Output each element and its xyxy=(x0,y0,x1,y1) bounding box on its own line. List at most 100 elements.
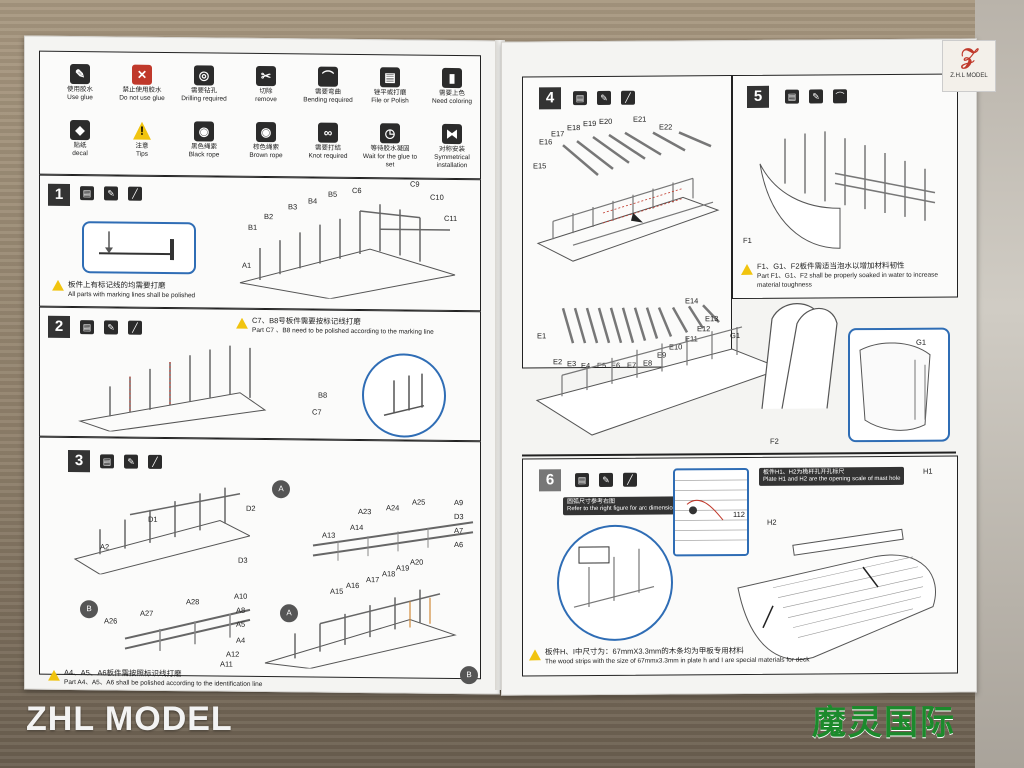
logo-mark: 𝒵 xyxy=(960,44,978,69)
callout-marker-b: B xyxy=(80,600,98,619)
label-A7: A7 xyxy=(454,526,464,536)
side-plank-pieces-drawing xyxy=(761,303,838,409)
label-A14: A14 xyxy=(350,522,364,533)
knife-icon: ╱ xyxy=(148,454,162,469)
knife-icon: ╱ xyxy=(621,90,635,105)
step-5-note-en: Part F1、G1、F2 shall be properly soaked i… xyxy=(757,271,939,289)
label-B3: B3 xyxy=(288,202,298,212)
label-A26: A26 xyxy=(104,616,118,626)
legend-label-en: Black rope xyxy=(188,151,220,159)
bend-icon: ⌒ xyxy=(833,89,847,104)
background-plastic-parts xyxy=(975,0,1024,768)
step-number-4: 4 xyxy=(539,87,561,110)
file-icon: ▤ xyxy=(100,454,114,469)
knife-icon: ╱ xyxy=(128,320,142,335)
legend-label-en: Drilling required xyxy=(181,95,227,103)
step-number-3: 3 xyxy=(68,449,90,473)
step-5-lower-area: G1 F2 G1 xyxy=(522,297,956,446)
step-5-note-zh: F1、G1、F2板件需适当泡水以增加材料韧性 xyxy=(757,260,905,271)
legend-label-en: decal xyxy=(72,150,88,158)
step-6-note-en: The wood strips with the size of 67mmx3.… xyxy=(545,656,810,666)
label-A8: A8 xyxy=(236,605,246,615)
legend-label-en: remove xyxy=(255,95,277,104)
step-2-note-zh: C7、B8号板件需要按标记线打磨 xyxy=(252,315,361,327)
knife-icon: ╱ xyxy=(623,472,637,487)
legend-label-en: Brown rope xyxy=(249,151,283,160)
detail-callout-circle xyxy=(362,353,446,438)
label-E16: E16 xyxy=(539,137,553,147)
mast-hole-tag-en: Plate H1 and H2 are the opening scale of… xyxy=(763,475,901,483)
glue-bottle-icon: ✎ xyxy=(104,186,118,201)
legend-label-en: Wait for the glue to set xyxy=(362,153,418,169)
clock-icon: ◷ xyxy=(380,123,400,144)
symmetry-icon: ⧓ xyxy=(442,123,462,145)
brush-icon: ▮ xyxy=(442,67,462,89)
label-E15: E15 xyxy=(533,161,547,171)
label-A12: A12 xyxy=(226,649,240,659)
label-C11: C11 xyxy=(444,213,458,224)
zhl-logo: 𝒵 Z.H.L MODEL xyxy=(942,40,996,92)
manual-page-right: 4 ▤ ✎ ╱ E17 E18 E19 E20 E21 E22 E16 E15 xyxy=(501,38,977,696)
black-rope-icon: ◉ xyxy=(194,121,214,142)
mast-hole-tag: 板件H1、H2为桅杆孔开孔标尺 Plate H1 and H2 are the … xyxy=(759,466,905,486)
label-C6: C6 xyxy=(352,185,362,196)
step-number-6: 6 xyxy=(539,469,561,492)
label-E19: E19 xyxy=(583,118,597,129)
deck-install-drawing xyxy=(737,528,936,660)
logo-text: Z.H.L MODEL xyxy=(950,73,988,79)
label-E22: E22 xyxy=(659,122,673,132)
file-icon: ▤ xyxy=(80,186,94,201)
warning-icon xyxy=(52,280,64,291)
step-4-panel: 4 ▤ ✎ ╱ E17 E18 E19 E20 E21 E22 E16 E15 xyxy=(522,75,732,370)
callout-marker-b-lower: B xyxy=(460,666,478,685)
label-A23: A23 xyxy=(358,507,372,517)
step-1-note-zh: 板件上有标记线的均需要打磨 xyxy=(68,279,166,290)
legend-label-en: Knot required xyxy=(308,152,348,160)
label-G1-detail: G1 xyxy=(916,337,927,347)
detail-callout-box xyxy=(82,221,196,275)
step-3-panel: 3 ▤ ✎ ╱ A2 D1 D2 D3 A A23 A24 A25 A9 D3 … xyxy=(39,436,481,688)
warning-icon xyxy=(529,649,541,660)
label-A18: A18 xyxy=(382,569,396,579)
hull-detail-drawing xyxy=(573,546,655,608)
step-6-note-zh: 板件H、I中尺寸为：67mmX3.3mm的木条均为甲板专用材料 xyxy=(545,645,744,657)
brand-watermark-right: 魔灵国际 xyxy=(812,704,956,742)
file-icon: ▤ xyxy=(80,320,94,335)
label-A2: A2 xyxy=(100,542,110,552)
warning-icon xyxy=(741,264,753,275)
part-detail-drawing xyxy=(383,373,425,417)
legend-label-en: Tips xyxy=(135,150,149,158)
stern-frame-drawing xyxy=(124,608,251,651)
glue-bottle-icon: ✎ xyxy=(124,454,138,469)
label-G1: G1 xyxy=(730,330,741,341)
callout-marker-a: A xyxy=(272,480,290,499)
warning-icon xyxy=(236,318,248,329)
side-rail-drawing xyxy=(312,521,474,561)
label-F1: F1 xyxy=(743,235,752,245)
label-F2: F2 xyxy=(770,436,779,446)
hull-assembly-drawing xyxy=(264,589,457,670)
warning-icon: ! xyxy=(132,121,152,141)
detail-callout-box xyxy=(848,327,950,443)
hull-frame-drawing xyxy=(73,487,250,575)
file-icon: ▤ xyxy=(380,67,400,88)
file-icon: ▤ xyxy=(573,91,587,106)
step-3-note-zh: A4、A5、A6板件需按照标识线打磨 xyxy=(64,667,182,679)
step-2-note-en: Part C7 、B8 need to be polished accordin… xyxy=(252,326,434,336)
glue-bottle-icon: ✎ xyxy=(70,63,90,85)
bow-assembly-drawing xyxy=(759,131,936,249)
glue-bottle-icon: ✎ xyxy=(599,472,613,487)
legend-label-en: File or Polish xyxy=(371,97,409,105)
warning-icon xyxy=(48,670,60,681)
legend-label-en: Use glue xyxy=(67,93,93,102)
label-A9: A9 xyxy=(454,498,464,508)
brand-watermark-left: ZHL MODEL xyxy=(26,700,233,738)
knot-icon: ∞ xyxy=(318,122,338,143)
upper-deck-strips-drawing xyxy=(562,131,712,176)
